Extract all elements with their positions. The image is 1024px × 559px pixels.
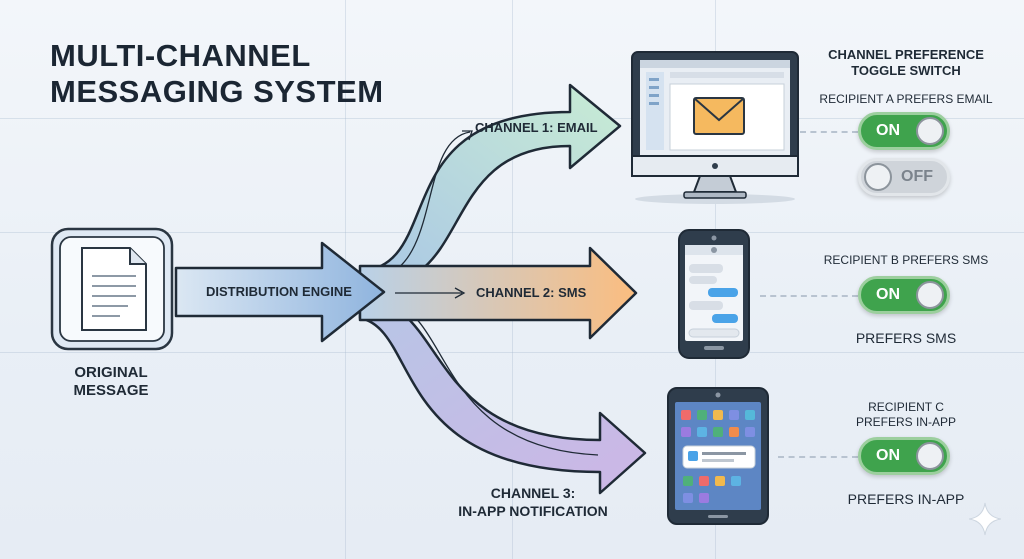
title-line-2: MESSAGING SYSTEM bbox=[50, 74, 384, 109]
original-message-label-line-1: ORIGINAL bbox=[74, 364, 148, 381]
toggle-knob bbox=[916, 117, 944, 145]
envelope-icon bbox=[693, 97, 745, 135]
recipient-c-label-line-1: RECIPIENT C bbox=[868, 400, 944, 414]
recipient-a-toggle-off[interactable]: OFF bbox=[858, 158, 950, 196]
channel-1-label: CHANNEL 1: EMAIL bbox=[475, 120, 598, 135]
tablet-icon bbox=[667, 387, 769, 525]
original-message-label: ORIGINAL MESSAGE bbox=[46, 364, 176, 400]
original-message-box bbox=[50, 227, 174, 351]
toggle-state-label: OFF bbox=[901, 168, 933, 185]
distribution-engine-arrow bbox=[174, 241, 386, 343]
grid-line bbox=[0, 352, 1024, 353]
recipient-b-caption: PREFERS SMS bbox=[855, 330, 957, 346]
toggle-state-label: ON bbox=[876, 122, 900, 139]
recipient-b-connector bbox=[760, 295, 858, 297]
page-title: MULTI-CHANNEL MESSAGING SYSTEM bbox=[50, 38, 384, 110]
channel-3-label: CHANNEL 3: IN-APP NOTIFICATION bbox=[438, 484, 628, 520]
recipient-b-sms-toggle[interactable]: ON bbox=[858, 276, 950, 314]
preferences-heading-line-2: TOGGLE SWITCH bbox=[851, 63, 961, 78]
recipient-a-email-toggle-on[interactable]: ON bbox=[858, 112, 950, 150]
preferences-heading: CHANNEL PREFERENCE TOGGLE SWITCH bbox=[816, 47, 996, 79]
distribution-engine-label: DISTRIBUTION ENGINE bbox=[206, 284, 352, 299]
toggle-knob bbox=[916, 442, 944, 470]
toggle-state-label: ON bbox=[876, 286, 900, 303]
recipient-c-connector bbox=[778, 456, 858, 458]
toggle-state-label: ON bbox=[876, 447, 900, 464]
recipient-a-label: RECIPIENT A PREFERS EMAIL bbox=[819, 92, 993, 106]
recipient-c-in-app-toggle[interactable]: ON bbox=[858, 437, 950, 475]
original-message-label-line-2: MESSAGE bbox=[73, 382, 149, 399]
channel-3-arrow bbox=[358, 295, 647, 495]
channel-2-flow-arrowhead bbox=[454, 287, 466, 299]
recipient-c-label: RECIPIENT C PREFERS IN-APP bbox=[836, 400, 976, 430]
channel-2-arrow bbox=[358, 246, 638, 340]
channel-1-flow-arrowhead bbox=[462, 130, 473, 141]
desktop-monitor-icon bbox=[631, 51, 799, 204]
recipient-c-caption: PREFERS IN-APP bbox=[847, 491, 965, 507]
preferences-heading-line-1: CHANNEL PREFERENCE bbox=[828, 47, 984, 62]
channel-3-label-line-2: IN-APP NOTIFICATION bbox=[458, 503, 608, 519]
toggle-knob bbox=[864, 163, 892, 191]
toggle-knob bbox=[916, 281, 944, 309]
channel-1-flow-line bbox=[384, 131, 471, 277]
channel-3-label-line-1: CHANNEL 3: bbox=[490, 485, 576, 501]
recipient-a-connector bbox=[800, 131, 858, 133]
channel-1-arrow bbox=[353, 83, 622, 288]
smartphone-icon bbox=[678, 229, 750, 359]
grid-line bbox=[0, 232, 1024, 233]
document-icon bbox=[81, 247, 147, 331]
channel-2-label: CHANNEL 2: SMS bbox=[476, 285, 587, 300]
recipient-c-label-line-2: PREFERS IN-APP bbox=[855, 415, 957, 429]
sparkle-icon bbox=[968, 502, 1002, 536]
title-line-1: MULTI-CHANNEL bbox=[50, 38, 311, 73]
recipient-b-label: RECIPIENT B PREFERS SMS bbox=[823, 253, 989, 267]
